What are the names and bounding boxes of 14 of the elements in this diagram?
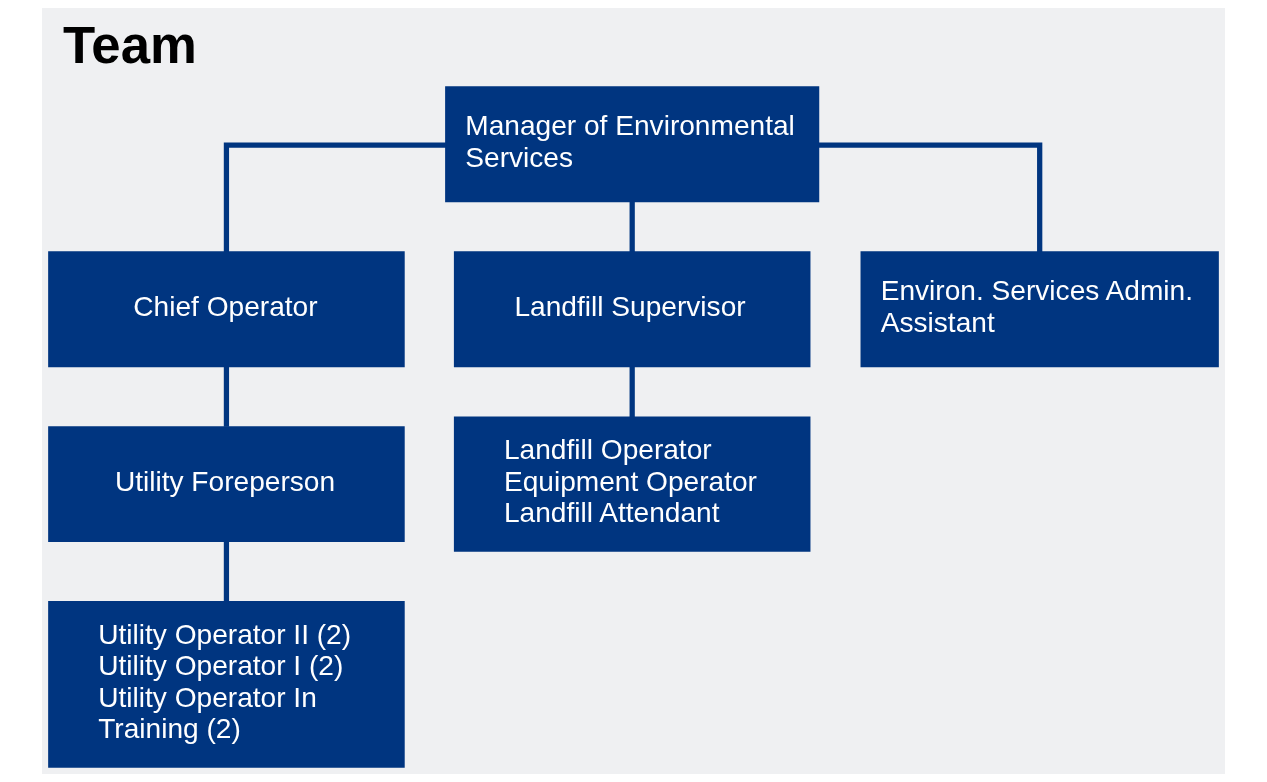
connector <box>223 142 446 252</box>
connector <box>629 201 635 253</box>
connector <box>629 366 635 417</box>
connector <box>223 541 230 602</box>
node-box: Landfill Operator Equipment Operator Landfill Attendant <box>453 416 811 552</box>
node-box: Manager of Environmental Services <box>445 86 820 203</box>
diagram-title: Team <box>63 14 197 74</box>
node-box: Chief Operator <box>48 251 405 368</box>
node-box: Utility Operator II (2) Utility Operator I (2) Utility Operator In Training (2) <box>48 600 405 768</box>
node-box: Environ. Services Admin. Assistant <box>860 251 1219 368</box>
connector <box>818 142 1043 252</box>
connector <box>223 366 230 427</box>
node-box: Utility Foreperson <box>48 426 405 543</box>
node-box: Landfill Supervisor <box>453 251 811 368</box>
